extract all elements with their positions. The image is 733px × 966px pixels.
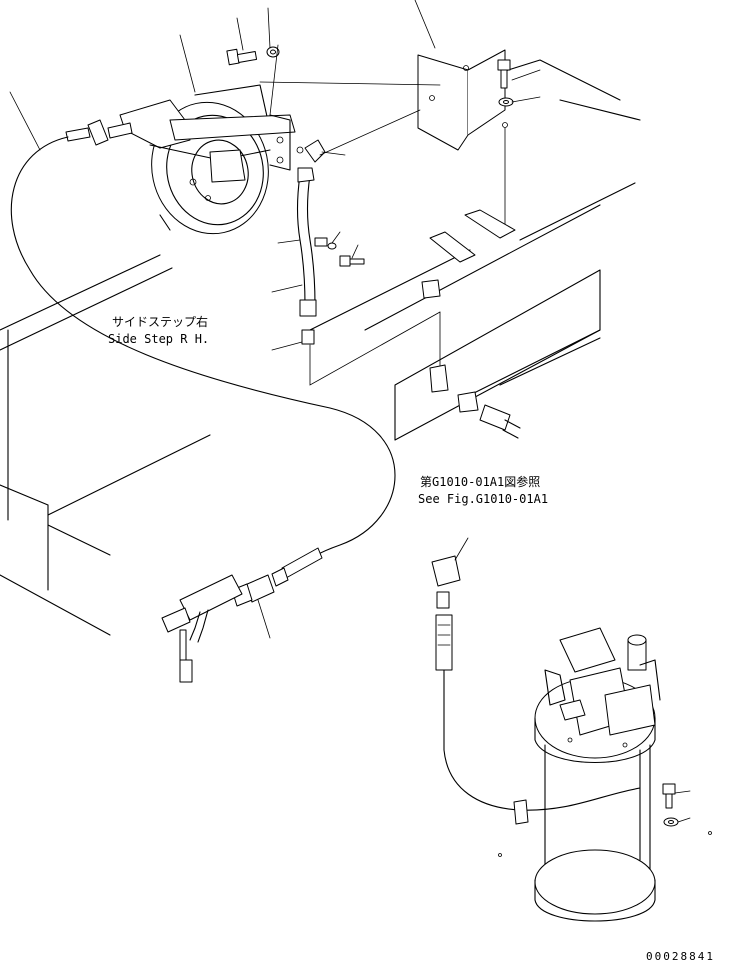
washer-upper-right	[498, 97, 514, 107]
see-fig-label-jp: 第G1010-01A1図参照	[420, 475, 541, 489]
side-step-label-jp: サイドステップ右	[112, 315, 209, 329]
assembly-leader-line	[259, 81, 441, 86]
dot-marker-2	[708, 831, 712, 835]
line-to-coupler	[309, 311, 441, 386]
assembly-leader-dash	[269, 44, 279, 116]
quick-coupler	[429, 364, 521, 439]
elbow-fitting	[296, 139, 326, 163]
grease-gun	[161, 574, 243, 683]
hose-clip	[513, 799, 529, 825]
reel-frame	[119, 99, 296, 183]
bolt-upper	[226, 48, 258, 66]
side-step-label-en: Side Step R H.	[108, 332, 210, 346]
drawing-number: 00028841	[646, 950, 715, 963]
assembly-leader-line-2	[319, 109, 421, 156]
hose-end-fitting	[271, 547, 323, 587]
leader-lines	[9, 0, 691, 823]
washer-lower-right	[663, 817, 679, 827]
washer-upper	[266, 46, 280, 58]
reel-swivel-joint	[65, 119, 133, 146]
bolt-upper-right	[497, 59, 511, 89]
pump-outlet-fitting	[431, 537, 469, 671]
see-fig-label-en: See Fig.G1010-01A1	[418, 492, 549, 506]
small-bolt	[327, 242, 365, 267]
pump-unit	[544, 627, 661, 748]
dot-marker	[498, 853, 502, 857]
reel-mounting-bracket	[417, 49, 508, 231]
bolt-lower-right	[662, 783, 676, 809]
bracket-clip	[314, 237, 328, 247]
clamp-plates	[421, 209, 516, 299]
reel-outlet-hose	[296, 167, 317, 345]
main-grease-hose	[10, 136, 396, 571]
vehicle-body-outline	[0, 59, 641, 636]
